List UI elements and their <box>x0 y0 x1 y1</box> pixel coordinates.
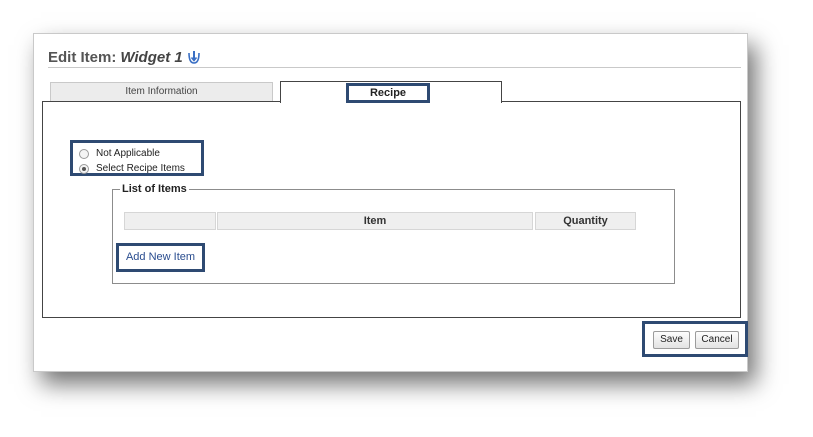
radio-select-recipe-items[interactable] <box>79 163 89 174</box>
tab-recipe[interactable]: Recipe <box>280 81 502 103</box>
title-divider <box>48 67 741 68</box>
recipe-option-group: Not Applicable Select Recipe Items <box>70 140 204 176</box>
column-header-quantity: Quantity <box>535 212 636 230</box>
list-of-items-fieldset: List of Items Item Quantity Add New Item <box>112 183 675 284</box>
option-label: Not Applicable <box>96 148 160 159</box>
help-arrow-icon[interactable] <box>187 50 201 66</box>
title-prefix: Edit Item: <box>48 49 117 66</box>
edit-item-dialog: Edit Item: Widget 1 Item Information Rec… <box>33 33 748 372</box>
add-new-item-link[interactable]: Add New Item <box>116 243 205 272</box>
radio-not-applicable[interactable] <box>79 148 89 159</box>
recipe-panel: Not Applicable Select Recipe Items List … <box>42 101 741 318</box>
column-header-blank <box>124 212 216 230</box>
cancel-button[interactable]: Cancel <box>695 331 739 349</box>
option-label: Select Recipe Items <box>96 163 185 174</box>
list-of-items-legend: List of Items <box>120 183 189 195</box>
tab-item-information[interactable]: Item Information <box>50 82 273 101</box>
page-title: Edit Item: Widget 1 <box>48 49 201 66</box>
option-select-recipe-items[interactable]: Select Recipe Items <box>79 163 185 174</box>
tab-recipe-label: Recipe <box>346 83 430 103</box>
option-not-applicable[interactable]: Not Applicable <box>79 148 160 159</box>
column-header-item: Item <box>217 212 533 230</box>
save-button[interactable]: Save <box>653 331 690 349</box>
dialog-actions: Save Cancel <box>642 321 748 357</box>
item-name: Widget 1 <box>120 49 183 66</box>
